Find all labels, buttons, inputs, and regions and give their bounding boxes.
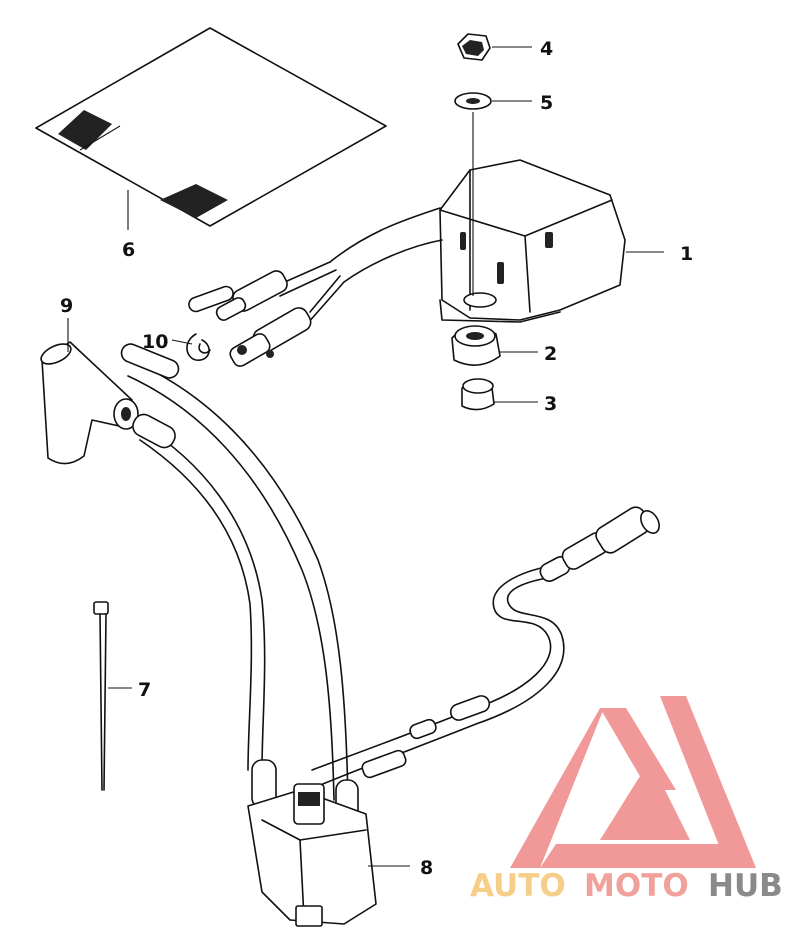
leader-lines xyxy=(67,46,664,867)
part-9-plug-cap xyxy=(40,341,139,465)
part-1-harness-wires xyxy=(188,207,443,367)
callout-2: 2 xyxy=(544,343,557,365)
callout-1: 1 xyxy=(680,243,693,265)
callout-9: 9 xyxy=(60,295,73,317)
part-7-cable-tie xyxy=(93,601,109,791)
callout-8: 8 xyxy=(420,857,433,879)
callout-7: 7 xyxy=(138,679,151,701)
watermark: AUTO MOTO HUB xyxy=(470,696,783,904)
part-1-cdi-unit xyxy=(439,159,626,323)
callout-3: 3 xyxy=(544,393,557,415)
part-8-ignition-coil xyxy=(247,783,377,927)
callout-4: 4 xyxy=(540,38,553,60)
watermark-word-hub: HUB xyxy=(708,868,783,904)
callout-10: 10 xyxy=(142,331,168,353)
callout-6: 6 xyxy=(122,239,135,261)
part-4-nut xyxy=(457,33,491,61)
part-8-coil-harness xyxy=(311,506,660,787)
watermark-word-auto: AUTO xyxy=(470,868,566,904)
part-5-washer xyxy=(454,92,492,110)
watermark-word-moto: MOTO xyxy=(584,868,689,904)
part-2-grommet xyxy=(451,325,501,366)
part-6-decal-sheet xyxy=(35,27,387,227)
callout-labels: 1 2 3 4 5 6 7 8 9 10 xyxy=(60,38,693,879)
callout-5: 5 xyxy=(540,92,553,114)
part-3-collar xyxy=(461,378,495,411)
part-8-ht-leads xyxy=(120,343,359,825)
part-10-wire-clip xyxy=(186,333,211,361)
watermark-logo-icon xyxy=(510,696,756,868)
